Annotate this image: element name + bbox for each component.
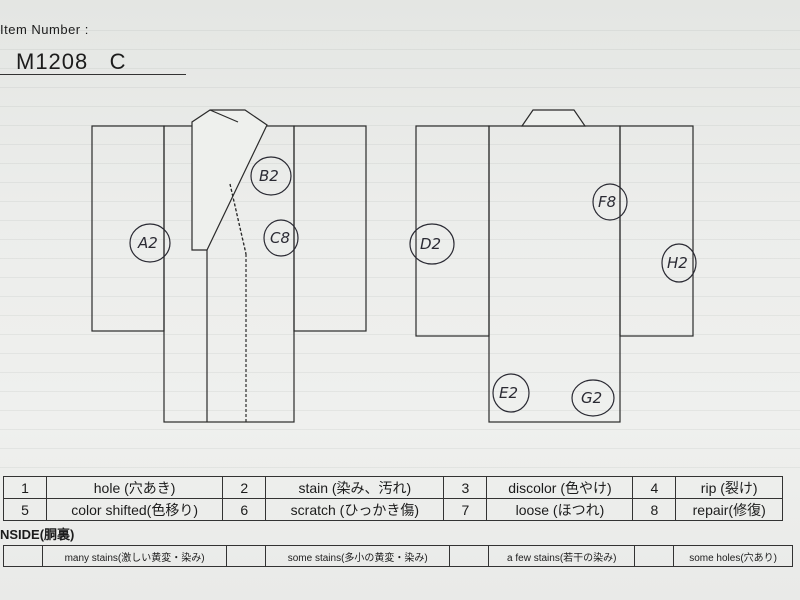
- legend-label: scratch (ひっかき傷): [265, 498, 445, 521]
- legend-row-2: 5 color shifted(色移り) 6 scratch (ひっかき傷) 7…: [3, 498, 783, 521]
- kimono-front: [91, 109, 367, 423]
- inside-checkbox-cell[interactable]: [449, 545, 490, 567]
- back-collar: [520, 109, 587, 127]
- inside-option-label: some holes(穴あり): [673, 545, 793, 567]
- mark-label-h: H2: [667, 254, 688, 272]
- mark-label-b: B2: [259, 167, 279, 185]
- mark-circle-c: [263, 219, 299, 257]
- legend-number: 4: [632, 476, 677, 499]
- inside-lining-table: many stains(激しい黄変・染み) some stains(多小の黄変・…: [3, 545, 793, 567]
- back-body: [488, 125, 621, 423]
- legend-number: 6: [222, 498, 267, 521]
- front-left-sleeve: [91, 125, 165, 332]
- legend-label: rip (裂け): [675, 476, 783, 499]
- kimono-diagram: A2 B2 C8 D2 E2 F8 G2 H2: [91, 109, 697, 423]
- kimono-back: [415, 109, 694, 423]
- legend-number: 7: [443, 498, 488, 521]
- item-number-value: M1208 C: [16, 49, 127, 74]
- mark-label-a: A2: [137, 234, 158, 252]
- mark-label-g: G2: [581, 389, 602, 407]
- damage-legend-table: 1 hole (穴あき) 2 stain (染み、汚れ) 3 discolor …: [3, 476, 783, 521]
- legend-label: hole (穴あき): [45, 476, 224, 499]
- inside-option-label: many stains(激しい黄変・染み): [41, 545, 228, 567]
- item-number-label: Item Number :: [0, 22, 89, 37]
- legend-label: stain (染み、汚れ): [265, 476, 445, 499]
- mark-circle-f: [592, 183, 628, 221]
- legend-number: 2: [222, 476, 267, 499]
- mark-circle-b: [250, 156, 292, 196]
- mark-label-e: E2: [499, 384, 518, 402]
- legend-number: 1: [3, 476, 47, 499]
- legend-label: discolor (色やけ): [486, 476, 634, 499]
- legend-number: 8: [632, 498, 677, 521]
- mark-circle-d: [409, 223, 455, 265]
- mark-label-c: C8: [270, 229, 290, 247]
- legend-row-1: 1 hole (穴あき) 2 stain (染み、汚れ) 3 discolor …: [3, 476, 783, 499]
- legend-label: color shifted(色移り): [45, 498, 224, 521]
- inside-checkbox-cell[interactable]: [3, 545, 43, 567]
- inside-lining-title: NSIDE(胴裏): [0, 527, 75, 542]
- back-right-sleeve: [619, 125, 694, 337]
- legend-label: loose (ほつれ): [486, 498, 634, 521]
- inside-row: many stains(激しい黄変・染み) some stains(多小の黄変・…: [3, 545, 793, 567]
- front-right-sleeve: [293, 125, 367, 332]
- collar-neck-line: [209, 109, 239, 123]
- inside-option-label: a few stains(若干の染み): [488, 545, 636, 567]
- inside-checkbox-cell[interactable]: [226, 545, 267, 567]
- legend-label: repair(修復): [675, 498, 783, 521]
- underlap-dashed-line-2: [229, 183, 247, 255]
- mark-circle-e: [492, 373, 530, 413]
- mark-circle-a: [129, 223, 171, 263]
- front-collar: [191, 109, 268, 251]
- damage-marks: [129, 156, 697, 417]
- back-left-sleeve: [415, 125, 490, 337]
- mark-label-d: D2: [420, 235, 441, 253]
- damage-mark-labels: A2 B2 C8 D2 E2 F8 G2 H2: [137, 167, 688, 407]
- item-number-underline: [0, 74, 186, 75]
- mark-circle-g: [571, 379, 615, 417]
- mark-label-f: F8: [598, 193, 616, 211]
- inside-option-label: some stains(多小の黄変・染み): [265, 545, 451, 567]
- mark-circle-h: [661, 243, 697, 283]
- legend-number: 5: [3, 498, 47, 521]
- legend-number: 3: [443, 476, 488, 499]
- inside-checkbox-cell[interactable]: [634, 545, 675, 567]
